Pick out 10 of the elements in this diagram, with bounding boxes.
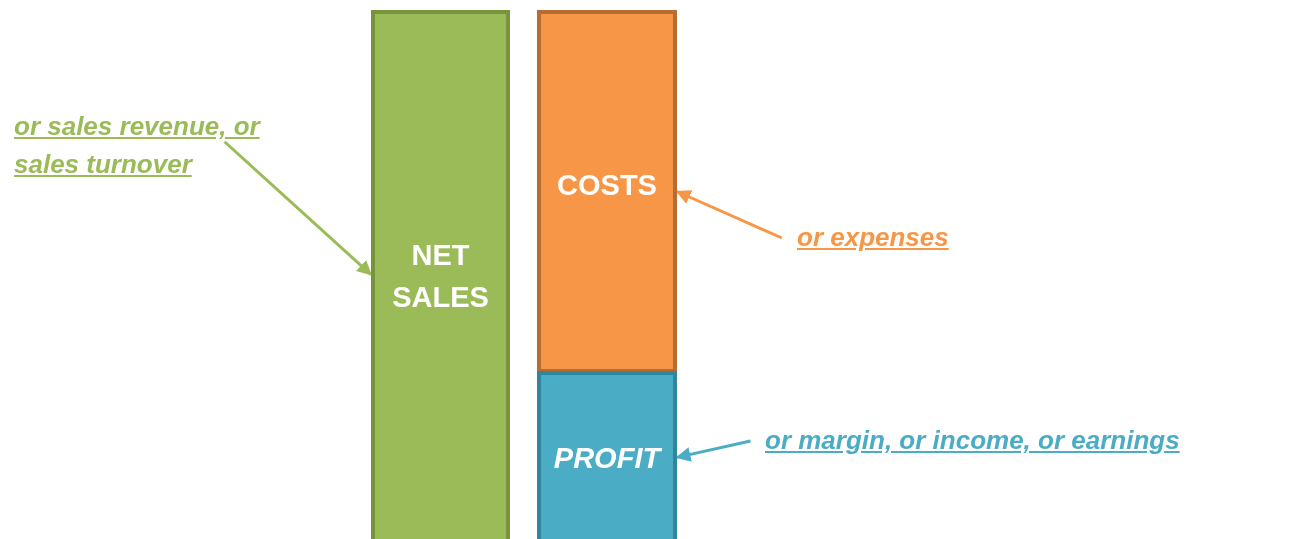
annotation-text: or sales revenue, or sales turnover	[14, 108, 284, 184]
stacked-bar-segment	[537, 371, 677, 539]
stacked-bar-segment	[371, 10, 510, 539]
annotation-text: or expenses	[797, 219, 949, 257]
bar-label: COSTS	[557, 168, 657, 203]
bar-label: PROFIT	[553, 441, 661, 476]
stacked-bar-segment	[537, 10, 677, 373]
leader-arrow	[223, 140, 373, 276]
annotation-text: or margin, or income, or earnings	[765, 422, 1180, 460]
bar-label: NET SALES	[391, 238, 490, 316]
